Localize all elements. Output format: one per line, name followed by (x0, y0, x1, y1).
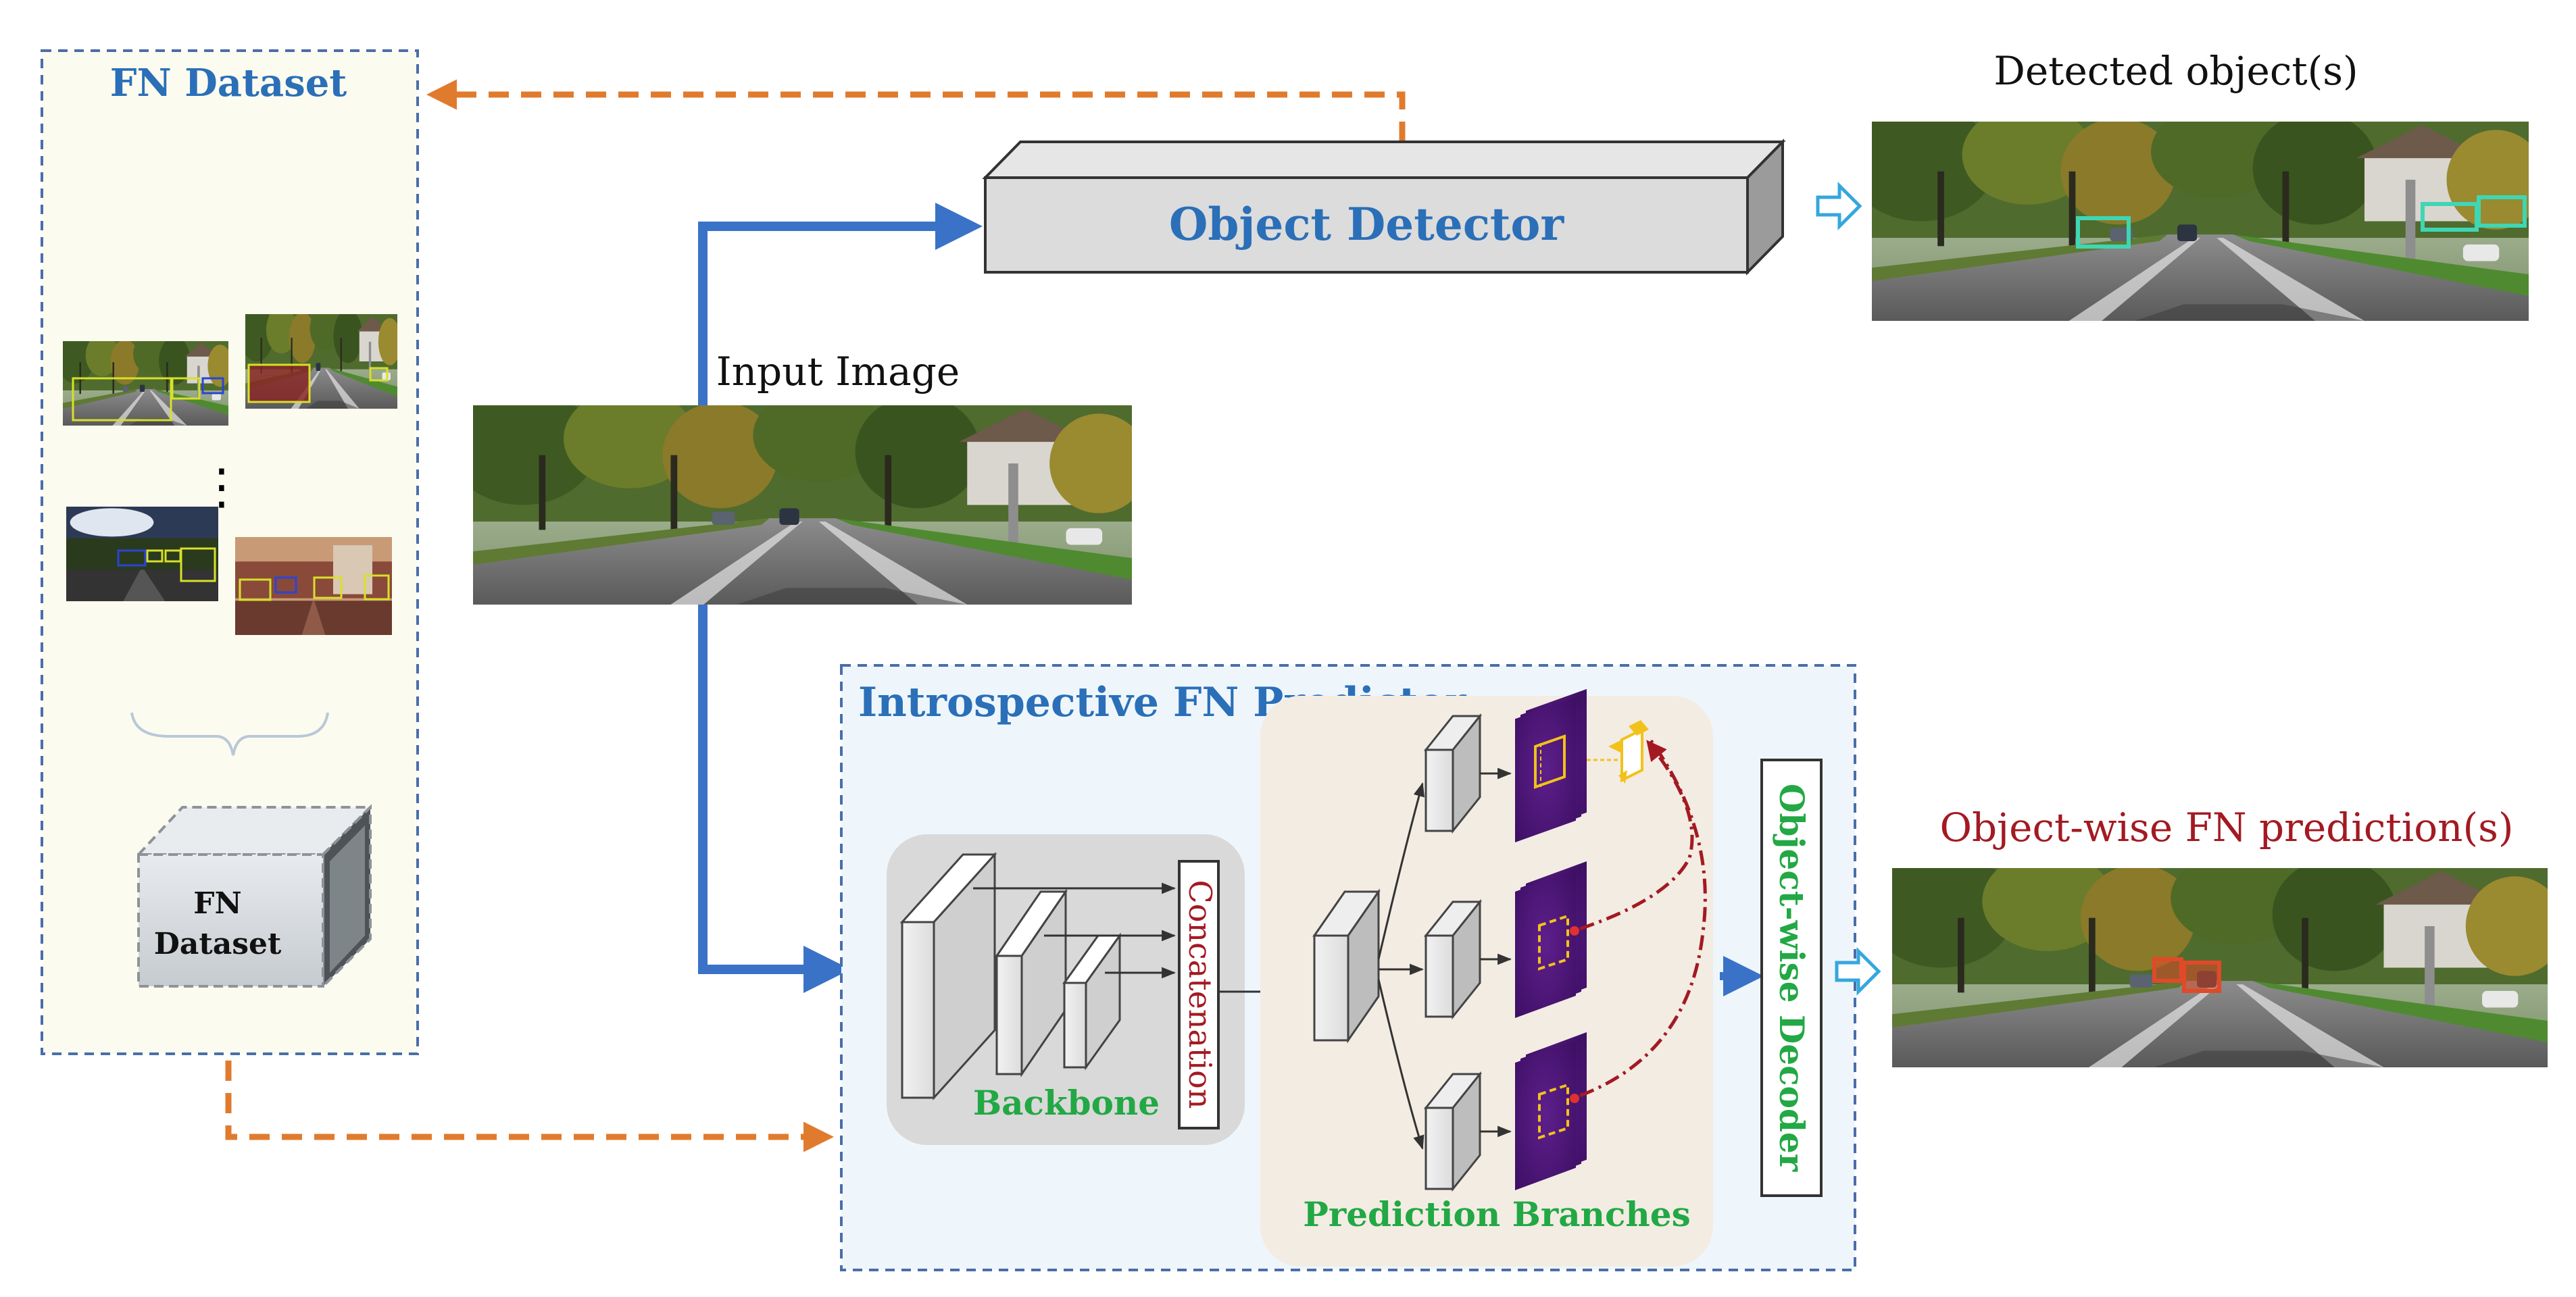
object-wise-decoder-block: Object-wise Decoder (1760, 759, 1823, 1197)
fn-dataset-title: FN Dataset (110, 61, 347, 105)
input-image (473, 405, 1132, 605)
ellipsis-vertical: ⋮ (197, 458, 246, 515)
object-wise-decoder-label: Object-wise Decoder (1772, 784, 1812, 1172)
branch-link-curve (1579, 738, 1707, 1098)
object-detector-block: Object Detector (982, 138, 1786, 276)
feature-map-stack-icon (1515, 1032, 1587, 1190)
fn-dataset-panel: FN Dataset ⋮ (41, 49, 419, 1055)
input-to-detector-arrow (698, 203, 983, 405)
prediction-branches-block: Prediction Branches (1260, 689, 1713, 1267)
branch-slab-bottom (1423, 1071, 1483, 1192)
branch-slab-middle (1423, 898, 1483, 1020)
concatenation-label: Concatenation (1182, 880, 1218, 1109)
dataset-thumbnail (63, 341, 228, 426)
dataset-cube-icon: FN Dataset (135, 804, 374, 990)
input-to-predictor-arrow (698, 605, 851, 993)
branch-slab-top (1423, 713, 1483, 834)
backbone-label: Backbone (973, 1083, 1160, 1123)
feature-map-stack-icon (1515, 689, 1587, 842)
input-image-label: Input Image (716, 349, 960, 395)
detected-objects-label: Detected object(s) (1993, 48, 2358, 94)
concatenation-box (1178, 860, 1220, 1129)
prediction-branches-label: Prediction Branches (1303, 1194, 1690, 1234)
object-detector-label: Object Detector (1169, 198, 1565, 251)
hollow-right-arrow-icon (1816, 181, 1862, 231)
dataset-thumbnail (235, 537, 392, 635)
dataset-thumbnail (245, 314, 397, 409)
cube-label-line1: FN (193, 886, 241, 921)
detected-objects-image (1872, 122, 2529, 321)
anchor-box-icon (1587, 720, 1649, 784)
hollow-right-arrow-icon (1835, 946, 1881, 996)
introspective-fn-predictor-panel: Introspective FN Predictor Concatenation… (840, 664, 1856, 1271)
dataset-thumbnail (66, 507, 218, 601)
fn-prediction-image (1892, 868, 2548, 1067)
feature-map-stack-icon (1515, 861, 1587, 1018)
object-wise-fn-predictions-label: Object-wise FN prediction(s) (1939, 805, 2513, 850)
cube-label-line2: Dataset (154, 927, 282, 961)
curly-brace-icon (130, 712, 329, 756)
dataset-to-predictor-arrow (225, 1061, 834, 1152)
feedback-arrow-to-dataset (426, 79, 1406, 142)
backbone-block: Concatenation Backbone (887, 834, 1245, 1145)
